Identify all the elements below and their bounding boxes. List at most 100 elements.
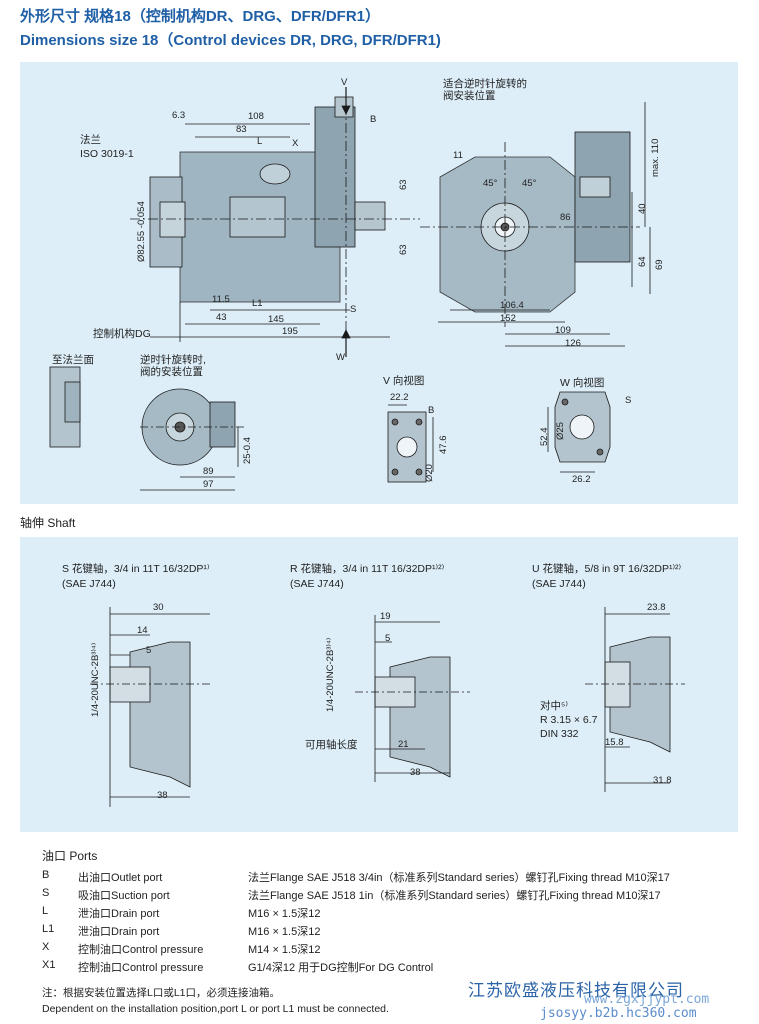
dim-63-bottom: 63 xyxy=(398,244,409,255)
valve-position-ccw-small: 逆时针旋转时, 阀的安装位置 xyxy=(140,354,206,379)
dim-152: 152 xyxy=(500,313,516,324)
shaft-r-standard: (SAE J744) xyxy=(290,578,344,590)
to-flange-face-label: 至法兰面 xyxy=(52,354,94,366)
marker-x: X xyxy=(292,138,299,149)
port-row: X 控制油口Control pressure M14 × 1.5深12 xyxy=(42,941,742,958)
port-spec: 法兰Flange SAE J518 3/4in（标准系列Standard ser… xyxy=(248,872,670,884)
shaft-s-dim-5: 5 xyxy=(146,645,152,656)
ports-heading: 油口 Ports xyxy=(42,849,98,863)
dim-109: 109 xyxy=(555,325,571,336)
dim-11-5: 11.5 xyxy=(212,294,230,305)
shaft-r-thread: 1/4-20UNC-2B³⁾⁴⁾ xyxy=(325,637,336,712)
port-spec: M16 × 1.5深12 xyxy=(248,926,321,938)
dim-dia-20: Ø20 xyxy=(424,464,435,482)
marker-v: V xyxy=(341,77,348,88)
dim-86: 86 xyxy=(560,212,571,223)
marker-l: L xyxy=(257,136,263,147)
dim-108: 108 xyxy=(248,111,264,122)
shaft-u-centering-std: DIN 332 xyxy=(540,728,579,740)
dim-43: 43 xyxy=(216,312,227,323)
ports-note-en: Dependent on the installation position,p… xyxy=(42,1003,389,1015)
port-name: 吸油口Suction port xyxy=(78,890,170,902)
shaft-u-centering: 对中⁵⁾ xyxy=(540,700,568,712)
port-code: X1 xyxy=(42,959,56,971)
marker-l1: L1 xyxy=(252,298,263,309)
dim-22-2: 22.2 xyxy=(390,392,409,403)
dim-97: 97 xyxy=(203,479,214,490)
port-row: S 吸油口Suction port 法兰Flange SAE J518 1in（… xyxy=(42,887,742,904)
port-row: L1 泄油口Drain port M16 × 1.5深12 xyxy=(42,923,742,940)
shaft-u-centering-spec: R 3.15 × 6.7 xyxy=(540,714,598,726)
shaft-u-dim-31-8: 31.8 xyxy=(653,775,672,786)
view-w-title: W 向视图 xyxy=(560,377,605,389)
dim-40: 40 xyxy=(637,203,648,214)
dim-max-110: max. 110 xyxy=(650,138,661,177)
shaft-r-dim-21: 21 xyxy=(398,739,409,750)
dim-195: 195 xyxy=(282,326,298,337)
port-name: 控制油口Control pressure xyxy=(78,962,204,974)
shaft-r-dim-19: 19 xyxy=(380,611,391,622)
port-row: B 出油口Outlet port 法兰Flange SAE J518 3/4in… xyxy=(42,869,742,886)
shaft-u-dim-23-8: 23.8 xyxy=(647,602,666,613)
shaft-s-dim-38: 38 xyxy=(157,790,168,801)
shaft-r-title: R 花键轴，3/4 in 11T 16/32DP¹⁾²⁾ xyxy=(290,563,445,575)
dim-63-top: 63 xyxy=(398,179,409,190)
port-spec: M14 × 1.5深12 xyxy=(248,944,321,956)
dim-145: 145 xyxy=(268,314,284,325)
dim-52-4: 52.4 xyxy=(539,427,550,447)
dim-diameter-82-55: Ø82.55 -0.054 xyxy=(136,201,147,262)
port-code: L1 xyxy=(42,923,55,935)
shaft-heading: 轴伸 Shaft xyxy=(20,516,76,530)
dim-47-6: 47.6 xyxy=(438,435,449,455)
shaft-u-standard: (SAE J744) xyxy=(532,578,586,590)
port-name: 控制油口Control pressure xyxy=(78,944,204,956)
shaft-u-title: U 花键轴，5/8 in 9T 16/32DP¹⁾²⁾ xyxy=(532,563,682,575)
port-row: X1 控制油口Control pressure G1/4深12 用于DG控制Fo… xyxy=(42,959,742,976)
watermark-url-2: jsosyy.b2b.hc360.com xyxy=(540,1006,697,1021)
dim-83: 83 xyxy=(236,124,247,135)
dim-106-4: 106.4 xyxy=(500,300,524,311)
port-spec: M16 × 1.5深12 xyxy=(248,908,321,920)
dim-25: 25-0.4 xyxy=(242,437,253,464)
dim-64: 64 xyxy=(637,256,648,267)
valve-position-ccw-main: 适合逆时针旋转的 阀安装位置 xyxy=(443,78,527,103)
port-code: X xyxy=(42,941,50,953)
shaft-s-thread: 1/4-20UNC-2B³⁾⁴⁾ xyxy=(90,642,101,717)
dim-69: 69 xyxy=(654,259,665,270)
shaft-s-dim-30: 30 xyxy=(153,602,164,613)
shaft-u-dim-15-8: 15.8 xyxy=(605,737,624,748)
marker-s: S xyxy=(350,304,357,315)
port-spec: G1/4深12 用于DG控制For DG Control xyxy=(248,962,434,974)
control-dg-label: 控制机构DG xyxy=(93,328,151,340)
flange-standard: ISO 3019-1 xyxy=(80,148,134,160)
main-drawing-panel: 法兰 ISO 3019-1 适合逆时针旋转的 阀安装位置 控制机构DG 至法兰面… xyxy=(20,62,738,504)
watermark-url-1: www.zgxjjypt.com xyxy=(584,992,710,1007)
shaft-panel: S 花键轴，3/4 in 11T 16/32DP¹⁾ (SAE J744) 30… xyxy=(20,537,738,832)
shaft-r-usable-length: 可用轴长度 xyxy=(305,739,358,751)
port-name: 泄油口Drain port xyxy=(78,926,160,938)
dim-26-2: 26.2 xyxy=(572,474,591,485)
shaft-r-dim-38: 38 xyxy=(410,767,421,778)
port-name: 出油口Outlet port xyxy=(78,872,163,884)
ports-note-cn: 注：根据安装位置选择L口或L1口，必须连接油箱。 xyxy=(42,987,281,999)
dim-dia-25: Ø25 xyxy=(555,422,566,440)
marker-view-v-b: B xyxy=(428,405,435,416)
title-chinese: 外形尺寸 规格18（控制机构DR、DRG、DFR/DFR1） xyxy=(20,8,381,25)
port-row: L 泄油口Drain port M16 × 1.5深12 xyxy=(42,905,742,922)
dim-45-right: 45° xyxy=(522,178,537,189)
dim-11: 11 xyxy=(453,150,463,161)
flange-label: 法兰 xyxy=(80,134,101,146)
shaft-s-standard: (SAE J744) xyxy=(62,578,116,590)
port-code: B xyxy=(42,869,50,881)
port-code: S xyxy=(42,887,50,899)
pump-drawing xyxy=(49,87,651,491)
dim-126: 126 xyxy=(565,338,581,349)
view-v-title: V 向视图 xyxy=(383,375,425,387)
port-code: L xyxy=(42,905,49,917)
dim-89: 89 xyxy=(203,466,214,477)
watermark-company: 江苏欧盛液压科技有限公司 xyxy=(468,981,684,1000)
port-spec: 法兰Flange SAE J518 1in（标准系列Standard serie… xyxy=(248,890,661,902)
shaft-r-dim-5: 5 xyxy=(385,633,391,644)
marker-view-w-s: S xyxy=(625,395,632,406)
port-name: 泄油口Drain port xyxy=(78,908,160,920)
